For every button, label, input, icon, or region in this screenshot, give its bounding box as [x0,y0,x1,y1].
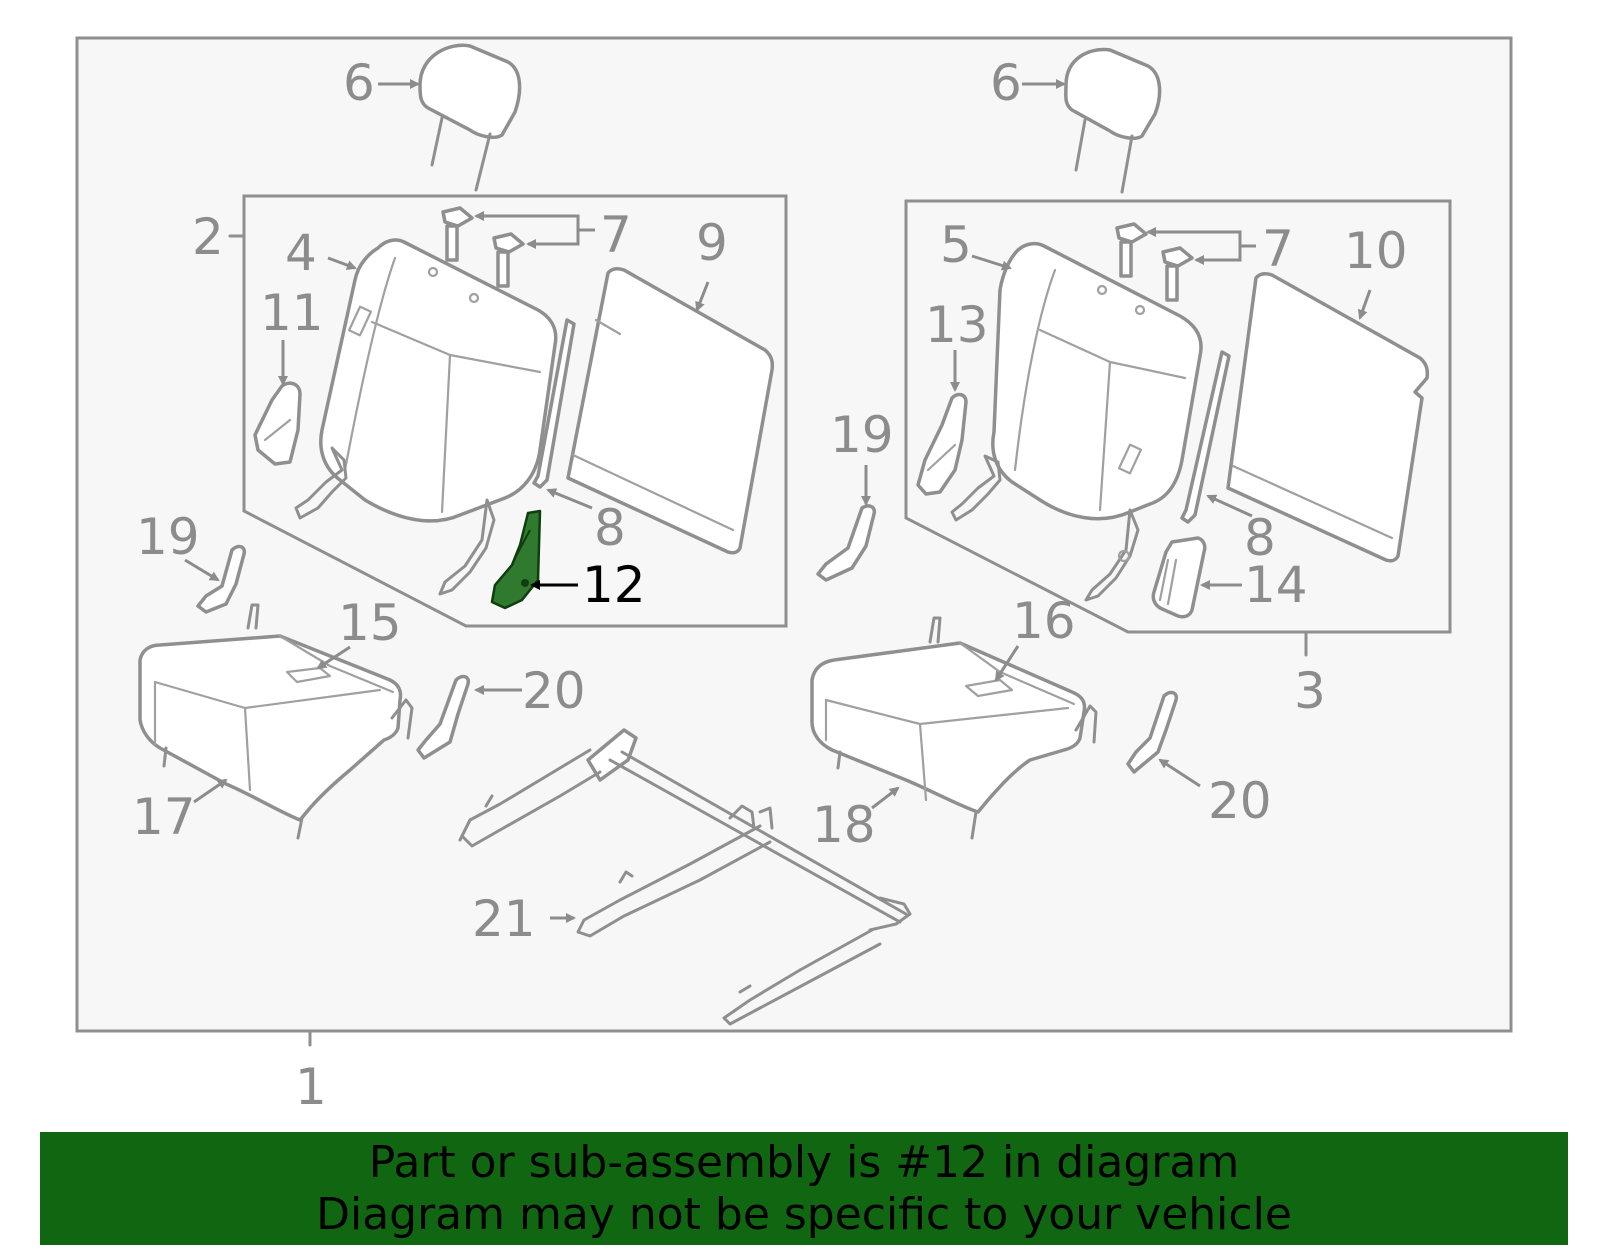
callout-20-left: 20 [522,662,586,720]
callout-14: 14 [1244,556,1308,614]
callout-16: 16 [1012,592,1076,650]
headrest-left [418,43,522,192]
callout-5: 5 [940,216,972,274]
callout-6-right: 6 [990,54,1022,112]
release-rod-left [532,318,576,489]
callout-3: 3 [1294,662,1326,720]
callout-8-right: 8 [1244,509,1276,567]
trim-19-right [816,504,877,582]
banner-line-1: Part or sub-assembly is #12 in diagram [368,1136,1240,1188]
left-seatback-box [242,194,788,628]
callout-18: 18 [812,796,876,854]
seat-frame-21 [458,728,912,1026]
callout-7-right: 7 [1262,220,1294,278]
seatback-cushion-right [950,241,1203,602]
highlighted-part-12 [490,509,542,610]
side-cover-14 [1151,536,1207,619]
callout-19-left: 19 [136,508,200,566]
seat-cushion-right [810,616,1098,840]
callout-2: 2 [192,208,224,266]
release-rod-right [1180,350,1231,524]
callout-11: 11 [260,284,324,342]
callout-13: 13 [925,296,989,354]
info-banner: Part or sub-assembly is #12 in diagram D… [40,1132,1568,1245]
callout-1: 1 [295,1058,327,1116]
callout-21: 21 [472,890,536,948]
seatback-board-left [566,267,775,555]
callout-15: 15 [338,594,402,652]
callout-10: 10 [1344,222,1408,280]
headrest-guides-left [441,206,525,288]
headrest-right [1064,47,1162,194]
callout-17: 17 [132,788,196,846]
seatback-board-right [1226,272,1430,563]
assembly-frame [75,36,1513,1033]
callout-8-left: 8 [594,499,626,557]
headrest-guides-right [1115,222,1194,302]
callout-12: 12 [582,556,646,614]
callout-20-right: 20 [1208,772,1272,830]
callout-4: 4 [285,224,317,282]
banner-line-2: Diagram may not be specific to your vehi… [316,1188,1292,1240]
callout-6-left: 6 [343,54,375,112]
right-seatback-box [904,199,1452,634]
callout-7-left: 7 [600,206,632,264]
seatback-cushion-left [294,238,558,596]
leader-lines [184,79,1372,923]
trim-20-left [416,674,471,760]
callout-9: 9 [696,214,728,272]
trim-19-left [196,544,247,614]
callout-19-right: 19 [830,406,894,464]
trim-20-right [1126,690,1179,774]
